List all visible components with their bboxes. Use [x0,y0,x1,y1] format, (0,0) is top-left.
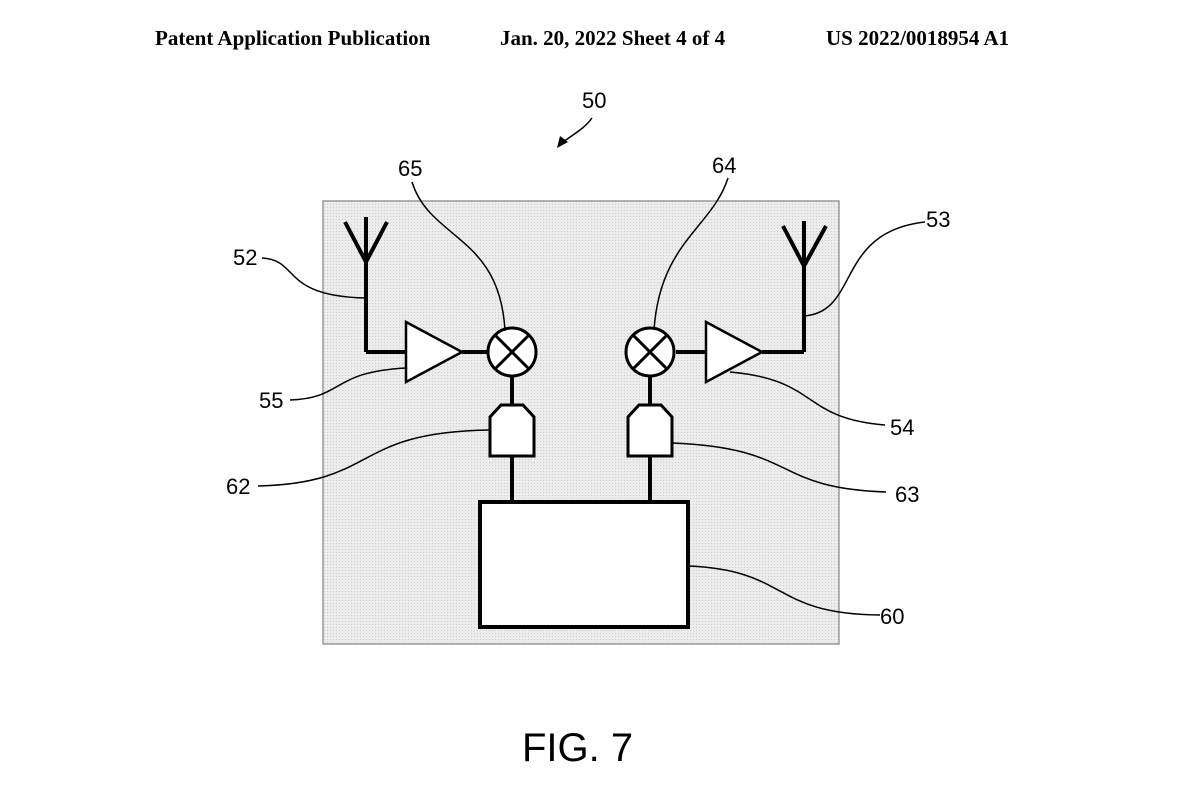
leader-53 [803,221,926,317]
label-54: 54 [890,415,914,440]
label-64: 64 [712,153,736,178]
publication-title: Patent Application Publication [155,26,431,50]
label-65: 65 [398,156,422,181]
leader-65 [411,181,506,332]
label-60: 60 [880,604,904,629]
leader-63 [671,442,887,493]
leader-52 [261,257,367,299]
mixer-right [624,326,676,378]
antenna-left [343,217,389,352]
leader-62 [257,429,491,487]
processor-block [478,500,690,629]
label-50: 50 [582,88,606,113]
figure-caption: FIG. 7 [522,726,633,770]
arrow-50 [562,117,593,143]
leader-54 [729,371,886,426]
leader-55 [289,367,407,401]
label-53: 53 [926,207,950,232]
publication-number: US 2022/0018954 A1 [826,26,1010,50]
filter-left [488,403,536,458]
page-header: Patent Application Publication Jan. 20, … [0,26,1200,56]
label-62: 62 [226,474,250,499]
label-55: 55 [259,388,283,413]
antenna-right [781,221,828,352]
leader-60 [687,565,881,616]
label-52: 52 [233,245,257,270]
leader-64 [653,177,729,331]
amplifier-left [404,319,465,385]
filter-right [626,403,674,458]
arrow-50-head [557,136,568,148]
mixer-left [486,326,538,378]
publication-date-sheet: Jan. 20, 2022 Sheet 4 of 4 [500,26,726,50]
label-63: 63 [895,482,919,507]
